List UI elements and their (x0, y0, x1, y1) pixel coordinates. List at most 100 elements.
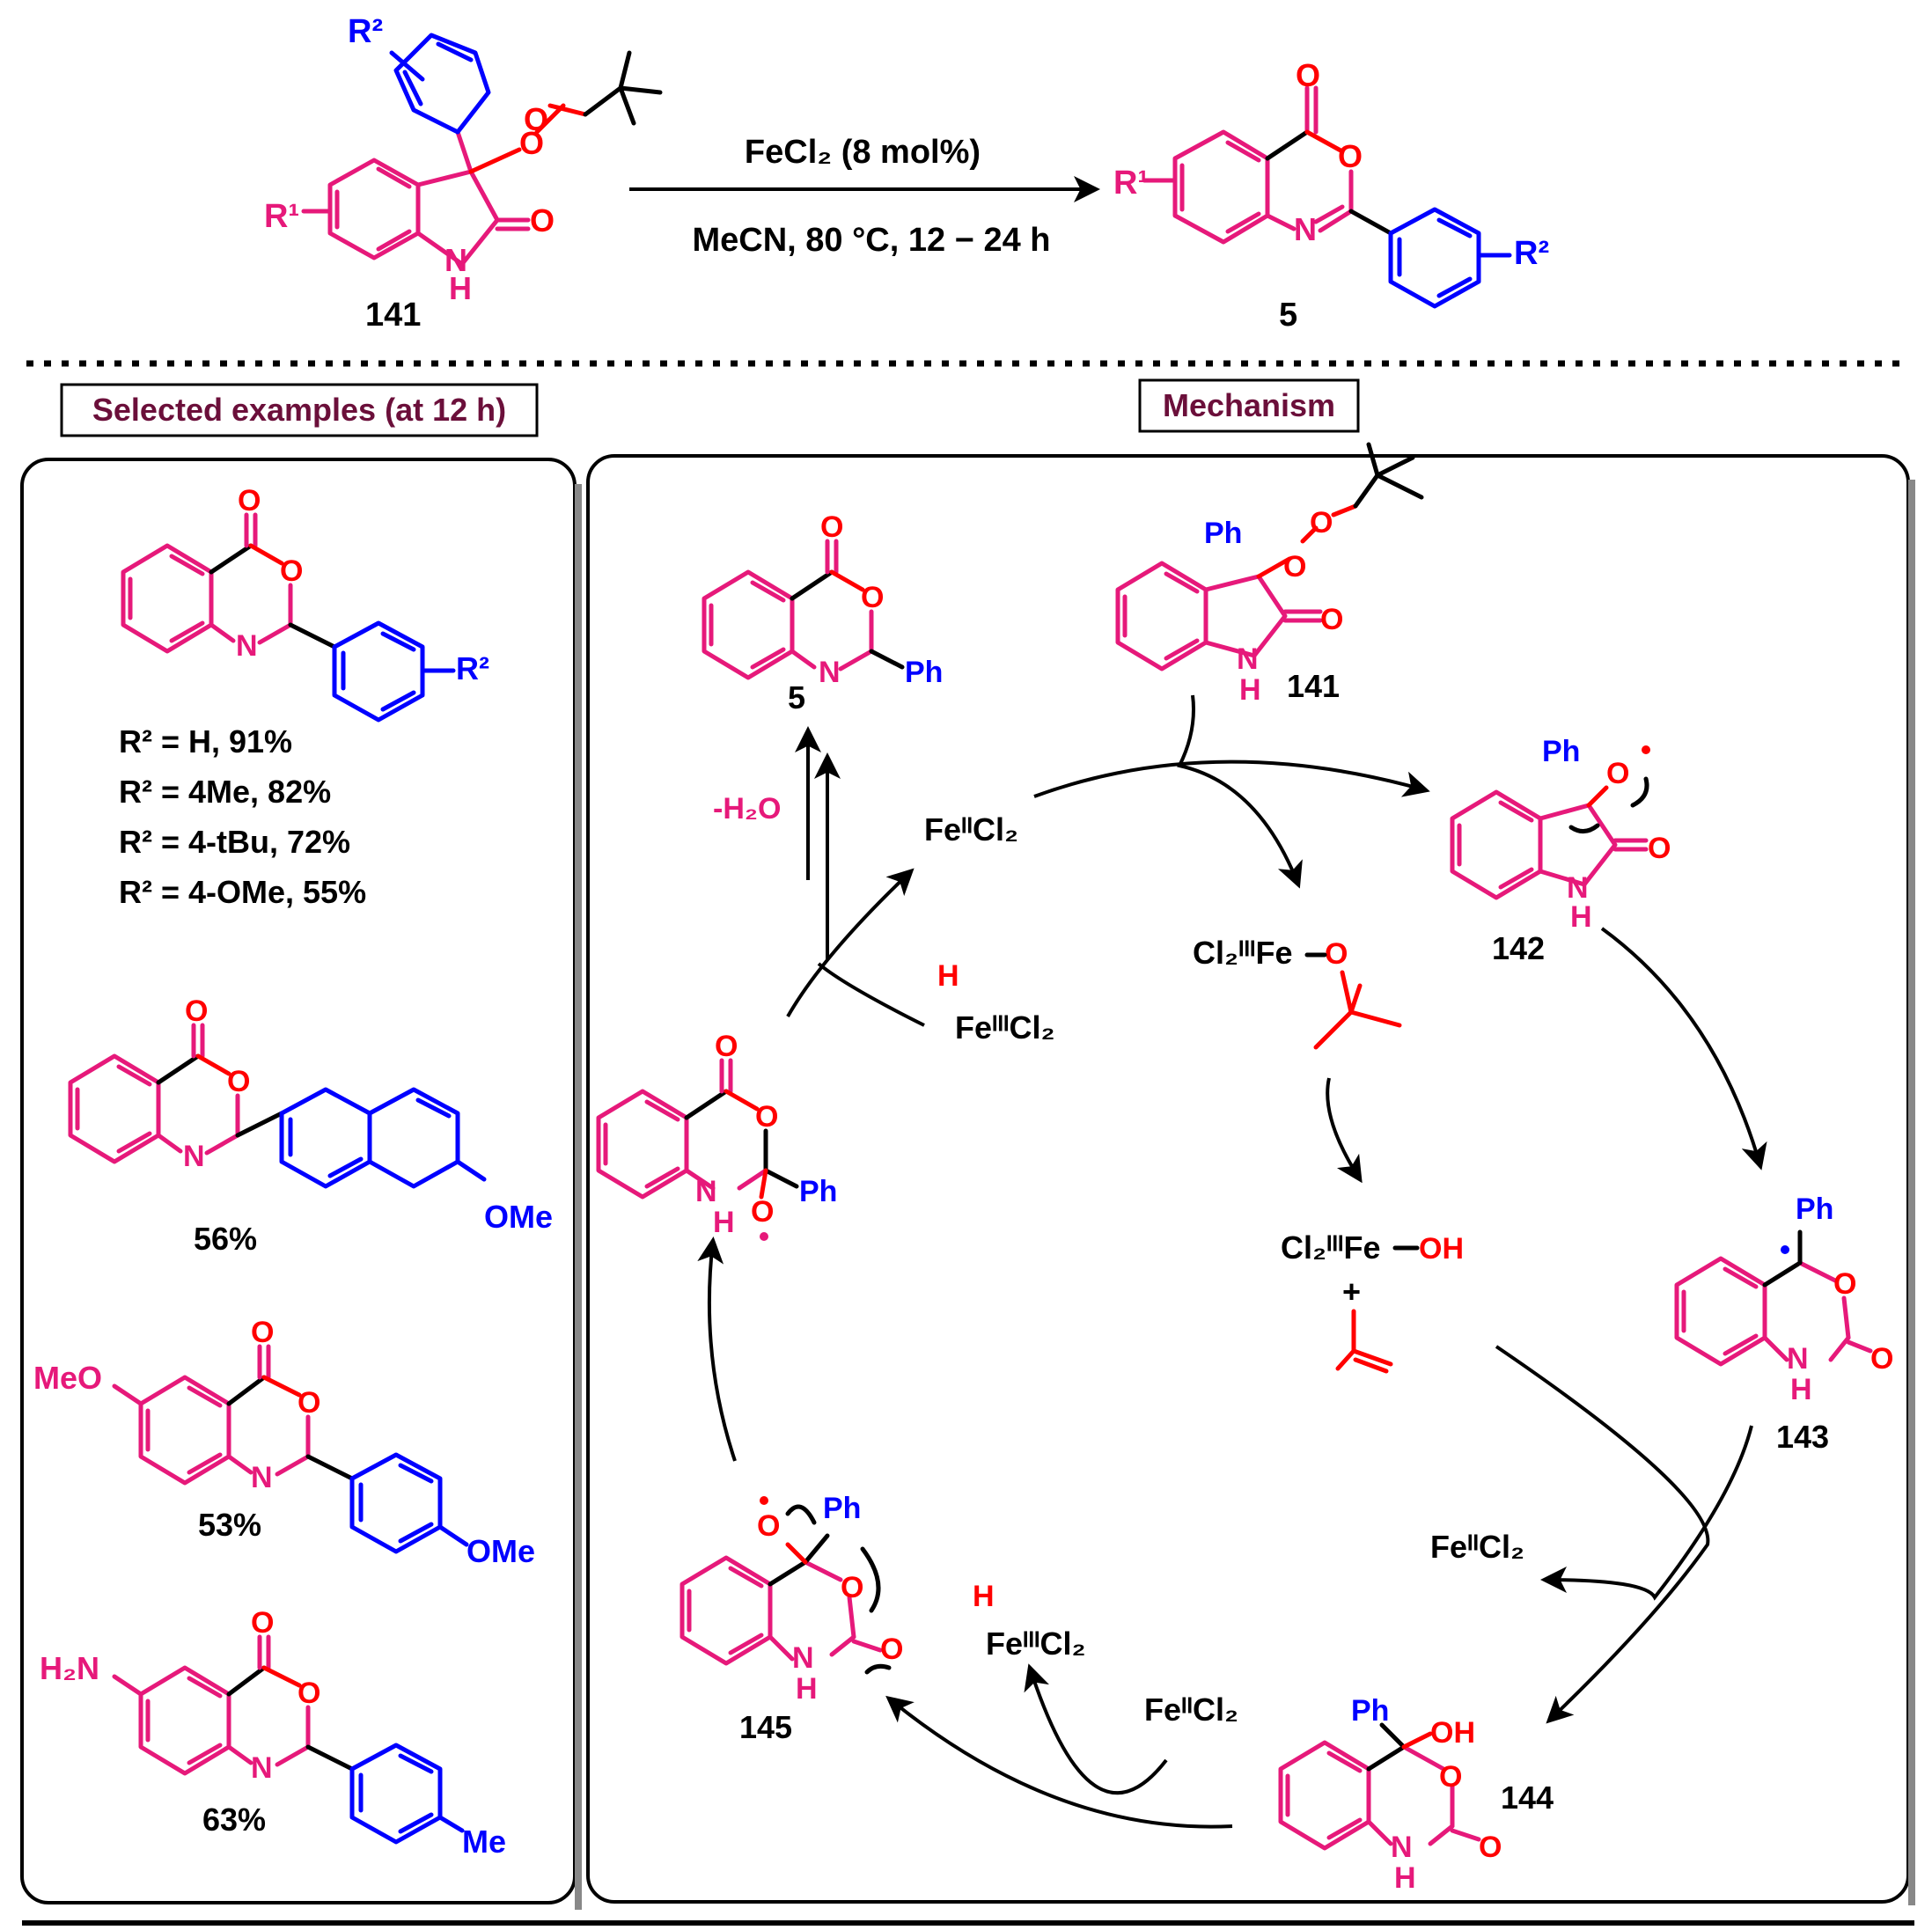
ex4-nh2: H₂N (40, 1650, 99, 1686)
mech145-o-radical: O (757, 1509, 780, 1543)
carbonyl-o: O (530, 202, 555, 238)
mech5-carbonyl-o: O (820, 510, 843, 544)
product-label: 5 (1279, 297, 1297, 334)
mech142-o-radical: O (1606, 757, 1629, 790)
mech5-ph: Ph (905, 656, 943, 689)
mech141-o1: O (1283, 550, 1306, 583)
mech-label-5: 5 (788, 679, 805, 715)
ex2-yield: 56% (194, 1221, 257, 1257)
alk-o-radical: O (751, 1195, 774, 1229)
mech142-n: N (1567, 871, 1589, 905)
r2-label: R² (348, 13, 383, 50)
minus-water: -H₂O (713, 792, 781, 826)
alk-ph: Ph (799, 1175, 837, 1208)
ex4-yield: 63% (202, 1802, 266, 1838)
ex4-me: Me (462, 1824, 506, 1860)
ex2-ome: OMe (484, 1199, 553, 1235)
mech-label-142: 142 (1492, 930, 1545, 966)
product-carbonyl-o: O (1296, 57, 1320, 93)
product-5: O O N R¹ R² 5 (1113, 57, 1549, 334)
mech141-ph: Ph (1204, 517, 1242, 550)
mech-label-144: 144 (1501, 1780, 1554, 1816)
reactant-label: 141 (365, 297, 421, 334)
cl2fe-otbu: Cl₂ᴵᴵᴵFe (1193, 935, 1293, 971)
mech143-h: H (1790, 1373, 1812, 1406)
fe3-top: FeᴵᴵᴵCl₂ (955, 1009, 1055, 1046)
mech141-o2: O (1310, 506, 1333, 539)
mech145-ph: Ph (823, 1492, 861, 1525)
ex2-ring-o: O (227, 1065, 250, 1098)
h-top: H (937, 959, 959, 993)
ex3-carbonyl-o: O (251, 1316, 274, 1349)
mech5-n: N (819, 656, 841, 689)
product-r2: R² (1514, 235, 1549, 272)
mechanism-heading-box (1138, 378, 1360, 433)
examples-panel-shadow (575, 484, 582, 1910)
mechanism-heading: Mechanism (1163, 387, 1335, 423)
reagent-conditions: MeCN, 80 °C, 12 − 24 h (693, 222, 1051, 259)
ex4-carbonyl-o: O (251, 1606, 274, 1640)
product-n: N (1294, 211, 1317, 247)
ex1-yield-4: R² = 4-OMe, 55% (119, 874, 366, 910)
mech143-n: N (1787, 1342, 1809, 1376)
mech144-ring-o: O (1439, 1760, 1462, 1794)
mechanism-arrows (697, 694, 1767, 1829)
ex3-n: N (251, 1461, 273, 1494)
ex4-ring-o: O (298, 1677, 320, 1710)
mech-label-145: 145 (739, 1709, 792, 1745)
ex3-meo: MeO (33, 1360, 102, 1396)
ex1-yield-2: R² = 4Me, 82% (119, 774, 331, 810)
example-2: O O N OMe 56% (68, 994, 553, 1257)
mech141-carbonyl-o: O (1320, 603, 1343, 636)
product-ring-o: O (1338, 138, 1363, 174)
mech144-n: N (1391, 1831, 1413, 1864)
example-3: O O N MeO OMe 53% (33, 1316, 535, 1569)
peroxide-o2: O (524, 101, 548, 137)
ex1-yield-1: R² = H, 91% (119, 723, 292, 760)
plus-sign: + (1342, 1273, 1361, 1310)
ex2-carbonyl-o: O (185, 994, 208, 1028)
h-bottom: H (973, 1580, 995, 1613)
example-4: O O N H₂N Me 63% (40, 1606, 506, 1860)
alk-n: N (695, 1175, 717, 1208)
fe2-bottom: FeᴵᴵCl₂ (1144, 1692, 1238, 1728)
mech143-ph: Ph (1796, 1192, 1833, 1226)
peroxide-o1: O (519, 125, 544, 161)
ex1-yield-3: R² = 4-tBu, 72% (119, 824, 350, 860)
mech-label-141: 141 (1287, 668, 1340, 704)
mech144-ph: Ph (1351, 1694, 1389, 1728)
ex3-yield: 53% (198, 1507, 261, 1543)
mech145-ring-o: O (841, 1571, 863, 1604)
intermediate-143: Ph O O N H 143 (1674, 1192, 1893, 1455)
mechanism-panel-shadow (1908, 480, 1915, 1905)
mech142-h: H (1570, 900, 1592, 934)
mech142-ph: Ph (1542, 735, 1580, 768)
reagent-catalyst: FeCl₂ (8 mol%) (745, 134, 981, 171)
reactant-141: O O O N H R¹ R² 141 (264, 13, 663, 334)
mech141-n: N (1237, 642, 1259, 676)
mech144-oh: OH (1430, 1716, 1475, 1750)
ex3-ring-o: O (298, 1386, 320, 1420)
ex1-ring-o: O (280, 554, 303, 588)
fe-oh: OH (1419, 1232, 1464, 1266)
mech144-carbonyl-o: O (1479, 1831, 1502, 1864)
mech-label-143: 143 (1776, 1419, 1829, 1455)
ex2-n: N (183, 1140, 205, 1173)
examples-heading: Selected examples (at 12 h) (92, 392, 506, 428)
r1-label: R¹ (264, 198, 299, 235)
examples-heading-box (60, 383, 539, 437)
cl2fe-oh: Cl₂ᴵᴵᴵFe (1281, 1229, 1381, 1266)
mech141-h: H (1239, 673, 1261, 707)
intermediate-142: Ph O O N H 142 (1450, 735, 1671, 966)
ex1-carbonyl-o: O (238, 484, 261, 517)
fe3-bottom: FeᴵᴵᴵCl₂ (986, 1625, 1086, 1662)
mech145-n: N (792, 1641, 814, 1675)
mech142-carbonyl-o: O (1648, 832, 1671, 865)
mech143-ring-o: O (1833, 1267, 1856, 1301)
product-r1: R¹ (1113, 165, 1149, 202)
ex3-ome: OMe (466, 1533, 535, 1569)
intermediate-144: Ph OH O O N H 144 (1278, 1694, 1554, 1895)
alk-h: H (713, 1206, 735, 1239)
mech-product-5: O O N Ph 5 (702, 510, 943, 715)
